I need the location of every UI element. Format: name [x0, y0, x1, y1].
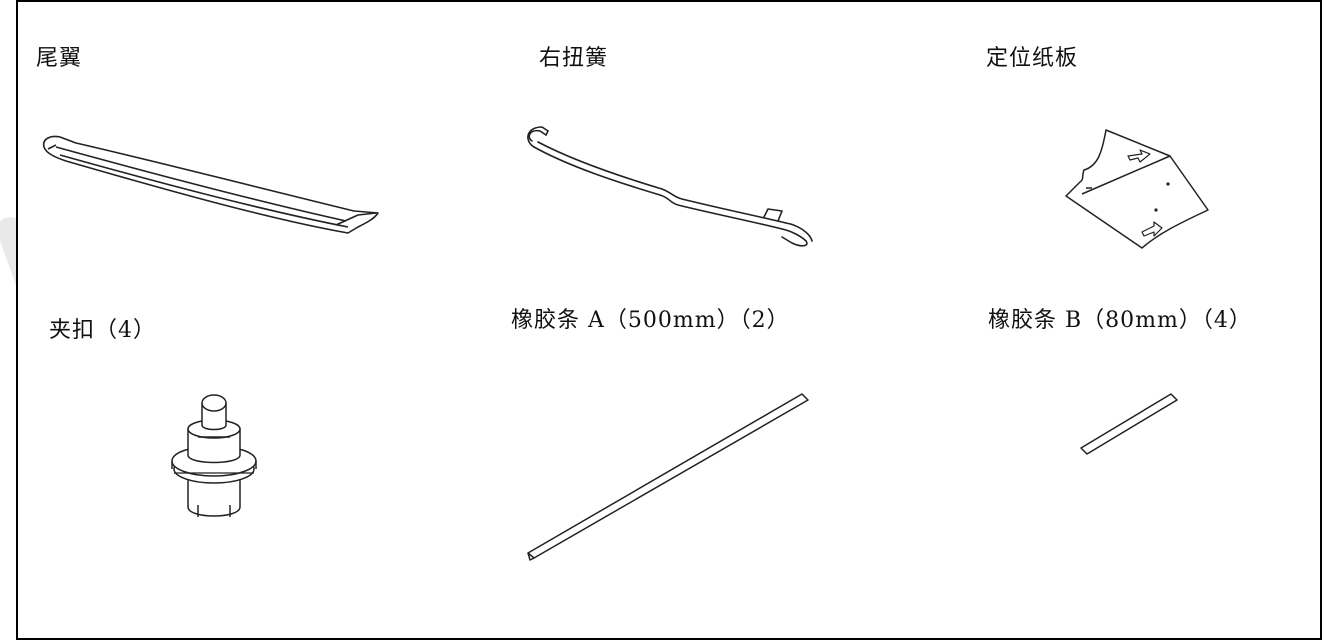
rubber-strip-a-illustration [527, 393, 809, 561]
label-positioning-board: 定位纸板 [986, 46, 1079, 71]
label-right-torsion-spring: 右扭簧 [539, 46, 609, 71]
positioning-board-illustration [1065, 129, 1209, 249]
label-clip: 夹扣（4） [49, 318, 156, 343]
label-spoiler: 尾翼 [36, 46, 83, 71]
label-rubber-strip-a: 橡胶条 A（500mm）（2） [511, 308, 790, 333]
label-rubber-strip-b: 橡胶条 B（80mm）（4） [988, 308, 1252, 333]
spoiler-illustration [42, 135, 379, 234]
torsion-spring-illustration [527, 126, 813, 247]
parts-table-frame [16, 0, 1322, 640]
rubber-strip-b-illustration [1080, 393, 1178, 455]
clip-illustration [171, 394, 257, 517]
